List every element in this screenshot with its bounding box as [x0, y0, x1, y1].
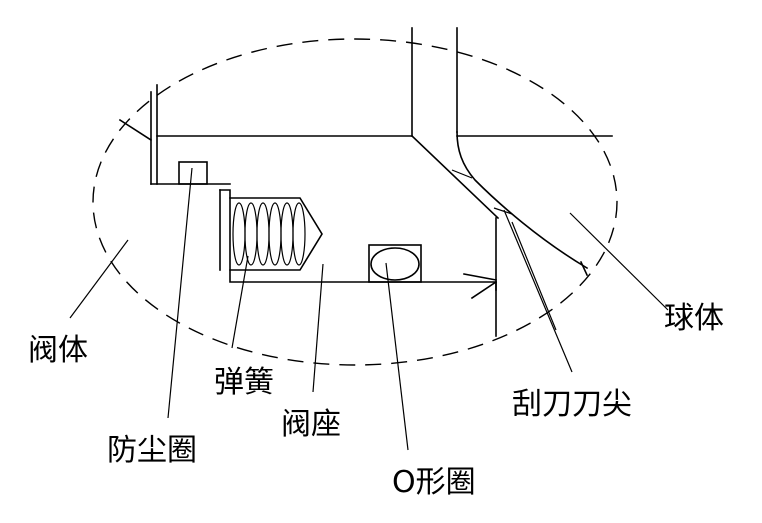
label-dust-ring: 防尘圈 — [107, 433, 197, 468]
valve-body-outline — [118, 27, 613, 185]
label-scraper-tip: 刮刀刀尖 — [512, 387, 632, 422]
leader-lines — [69, 167, 669, 451]
valve-seat-outline — [219, 189, 498, 337]
label-o-ring: O形圈 — [392, 465, 476, 500]
label-spring: 弹簧 — [214, 365, 274, 400]
label-valve-seat: 阀座 — [281, 407, 341, 442]
spring-shape — [229, 197, 323, 271]
label-valve-body: 阀体 — [28, 333, 88, 368]
detail-ellipse — [92, 38, 618, 366]
bore-lines — [410, 131, 589, 277]
dust-ring-shape — [178, 161, 208, 185]
label-ball: 球体 — [664, 301, 724, 336]
o-ring-shape — [368, 244, 422, 283]
